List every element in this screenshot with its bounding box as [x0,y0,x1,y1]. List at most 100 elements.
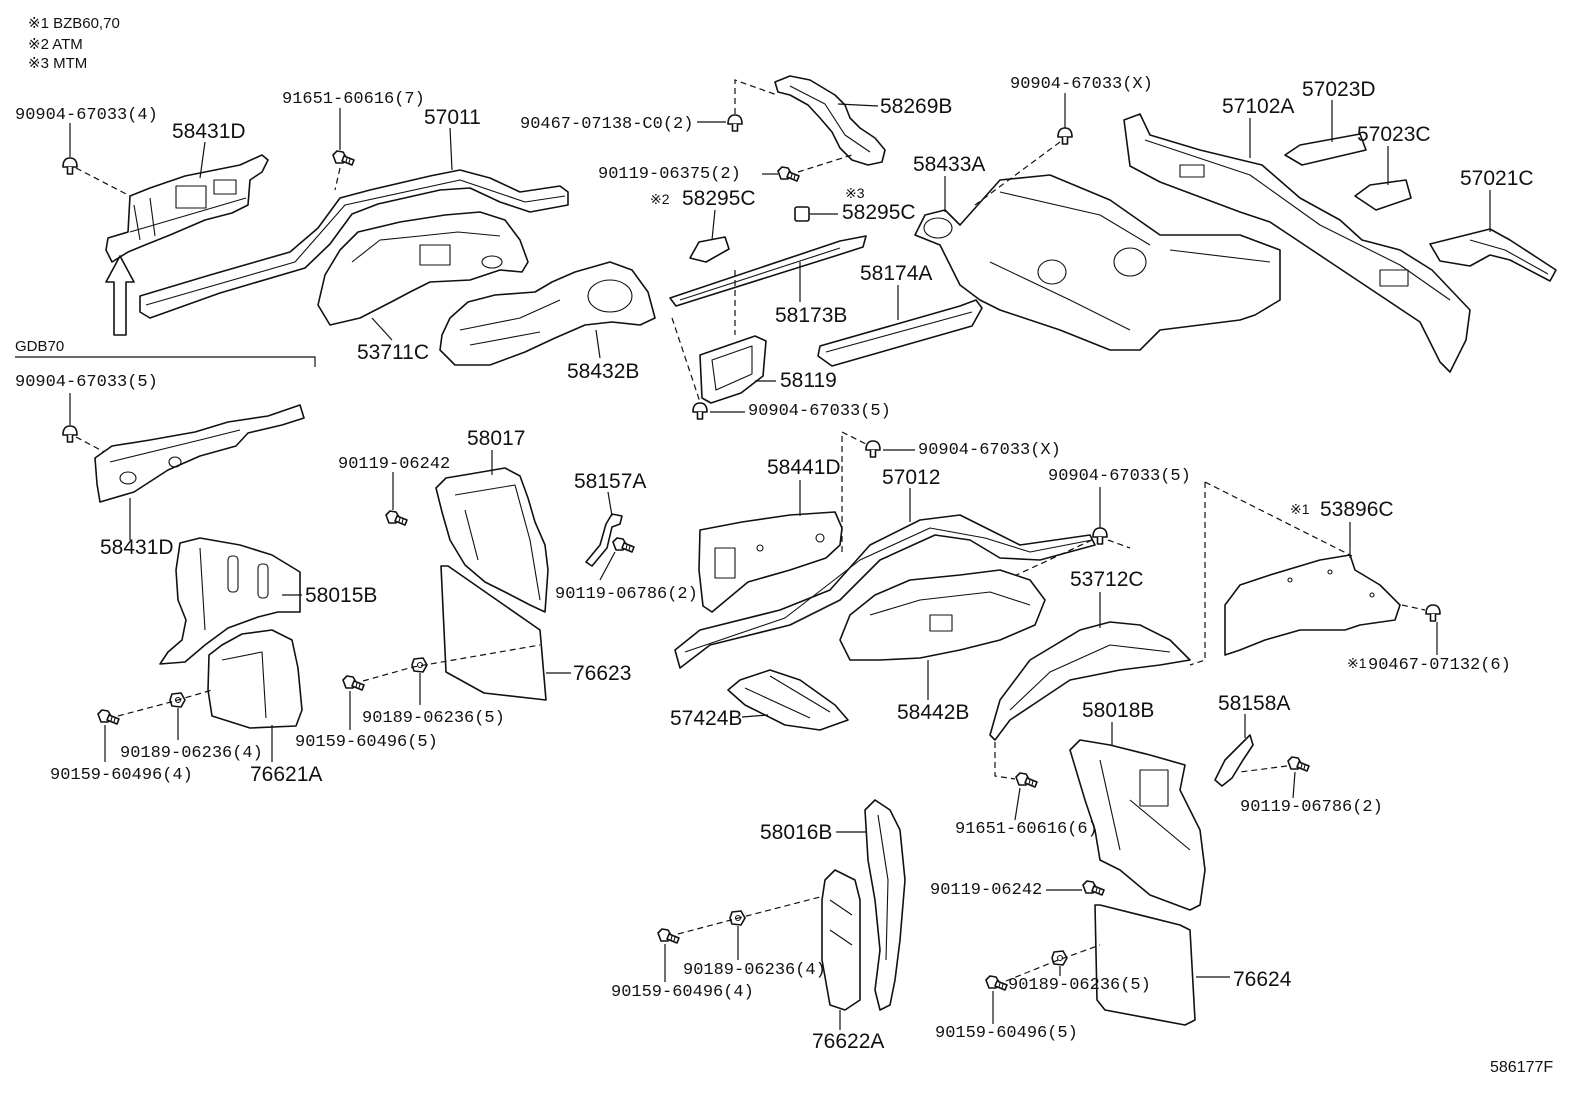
fastener-label: 90467-07138-C0(2) [520,115,693,134]
part-label-53711c: 53711C [357,341,429,364]
part-label-58174a: 58174A [860,262,932,285]
part-label-57023d: 57023D [1302,78,1376,101]
mark-label: ※3 [845,185,865,201]
part-58442b [839,569,1046,661]
dashed-guide [1401,604,1426,611]
part-58016b [864,799,906,1011]
part-label-58158a: 58158A [1218,692,1290,715]
fastener-label: 90159-60496(5) [295,733,438,752]
fastener-label: 90904-67033(5) [748,402,891,421]
part-58295c-atm [689,236,730,263]
part-label-58173b: 58173B [775,304,847,327]
part-58433a [914,174,1281,351]
part-label-58431d-upper: 58431D [172,120,246,143]
leader-58431d-upper [199,141,206,179]
note-3: ※3 MTM [28,55,87,72]
part-label-57424b: 57424B [670,707,742,730]
leader-58157a [607,491,613,517]
dashed-guide [671,317,701,403]
arrow-up-icon [105,255,135,336]
part-58432b [439,261,656,366]
part-53711c-housing [317,211,529,326]
part-label-58441d: 58441D [767,456,841,479]
part-label-58269b: 58269B [880,95,952,118]
part-label-58157a: 58157A [574,470,646,493]
fastener-label: 90119-06242 [338,455,450,474]
part-label-58018b: 58018B [1082,699,1154,722]
leader-bolt [599,551,616,581]
leader-53711c [371,317,393,341]
leader-58295c-atm [711,209,716,241]
fastener-label: 91651-60616(6) [955,820,1098,839]
part-58017 [435,467,549,613]
fastener-label: 90159-60496(4) [50,766,193,785]
leader-bolt [1014,787,1021,821]
dashed-guide [994,742,1016,780]
part-label-58017: 58017 [467,427,525,450]
dashed-guide [1239,765,1288,773]
part-label-53712c: 53712C [1070,568,1144,591]
part-label-58432b: 58432B [567,360,639,383]
part-58269b [774,75,886,166]
part-57023d [1284,133,1367,166]
fastener-label: 90904-67033(5) [1048,467,1191,486]
part-label-58016b: 58016B [760,821,832,844]
part-53896c [1224,554,1401,656]
part-label-58433a: 58433A [913,153,985,176]
dashed-guide [1189,481,1353,666]
dashed-guide [117,689,213,717]
fastener-label: 90189-06236(4) [120,744,263,763]
part-76622a [821,869,861,1011]
part-58295c-mtm [794,206,810,222]
leader-57424b [741,714,769,718]
part-58157a [585,513,623,567]
catalog-code: 586177F [1490,1059,1553,1076]
note-1: ※1 BZB60,70 [28,15,120,32]
fastener-label: 90119-06242 [930,881,1042,900]
part-58174a [817,299,983,367]
fastener-label: 90904-67033(4) [15,106,158,125]
part-label-58119: 58119 [780,369,837,392]
dashed-guide [1005,944,1101,982]
part-53712c-housing [989,621,1191,741]
fastener-label: 90904-67033(X) [1010,75,1153,94]
dashed-guide [75,167,131,197]
group-label: GDB70 [15,338,64,355]
part-58015b [159,537,301,665]
part-label-58015b: 58015B [305,584,377,607]
fastener-label: 90119-06786(2) [1240,798,1383,817]
part-57102a [1123,113,1471,373]
part-label-76622a: 76622A [812,1030,884,1053]
fastener-label: 90159-60496(5) [935,1024,1078,1043]
fastener-label: 90467-07132(6) [1368,656,1511,675]
part-label-76624: 76624 [1233,968,1292,991]
mark-label: ※2 [650,191,670,207]
fastener-label: 90904-67033(X) [918,441,1061,460]
part-label-57012: 57012 [882,466,940,489]
part-57012-rail [674,514,1096,669]
part-76623 [440,565,547,701]
fastener-label: 90904-67033(5) [15,373,158,392]
part-57011-rail [139,169,569,319]
leader-58269b [837,103,879,107]
mark-label: ※1 [1290,501,1310,517]
part-label-58295c-mtm: 58295C [842,201,916,224]
part-58119 [699,335,767,404]
part-label-57023c: 57023C [1357,123,1431,146]
leader-57011 [449,127,453,171]
part-label-57021c: 57021C [1460,167,1534,190]
part-58173b [669,235,867,307]
dashed-guide [841,431,867,552]
leader-bolt [1292,771,1296,799]
dashed-guide [677,896,821,935]
part-label-58295c-atm: 58295C [682,187,756,210]
dashed-guide [362,644,541,682]
fastener-label: 91651-60616(7) [282,90,425,109]
part-58018b [1069,739,1206,911]
part-label-76621a: 76621A [250,763,322,786]
fastener-label: 90189-06236(4) [683,961,826,980]
dashed-guide [1009,539,1131,579]
part-76621a [207,629,303,729]
dashed-guide [334,167,341,191]
